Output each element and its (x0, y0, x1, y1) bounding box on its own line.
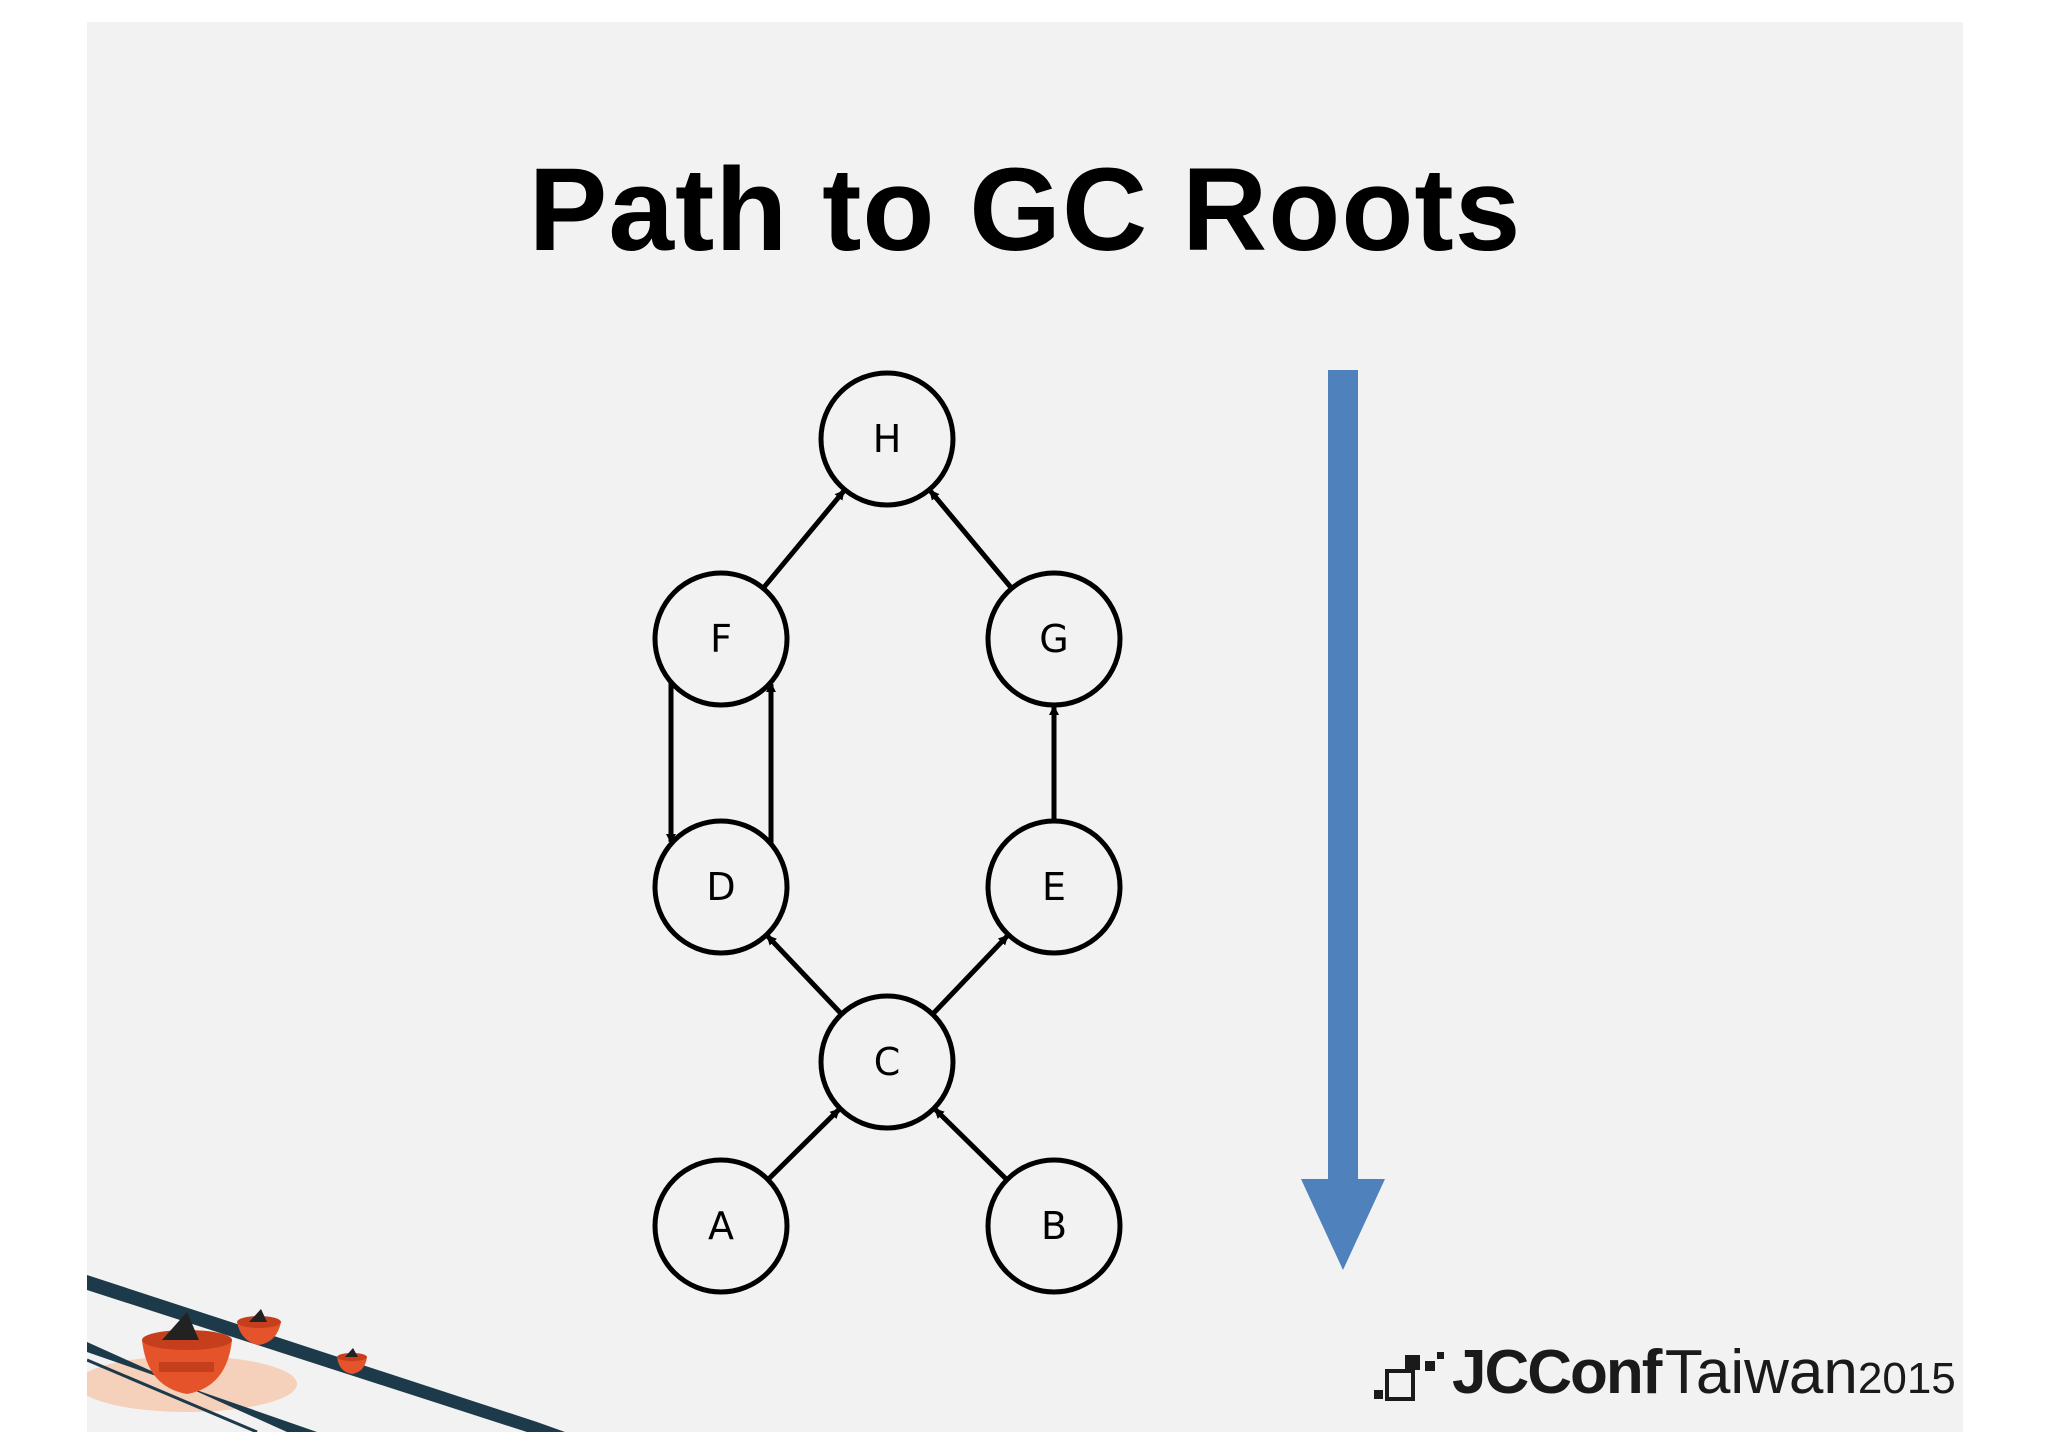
node-circle (985, 570, 1123, 708)
direction-down-arrow (1301, 370, 1385, 1270)
node-label: E (1042, 865, 1066, 909)
edge-c-to-d (765, 934, 844, 1016)
node-d: D (652, 818, 790, 956)
node-c: C (818, 993, 956, 1131)
node-a: A (652, 1157, 790, 1295)
jcconf-logo-icon (1374, 1352, 1444, 1401)
slide-title: Path to GC Roots (528, 144, 1522, 276)
edge-a-to-c (766, 1108, 841, 1182)
node-circle (985, 818, 1123, 956)
edge-b-to-c (933, 1107, 1009, 1182)
edge-c-to-e (930, 934, 1009, 1016)
node-label: D (706, 865, 735, 909)
node-h: H (818, 370, 956, 508)
edge-g-to-h (928, 489, 1014, 590)
logo-place: Taiwan (1664, 1338, 1858, 1407)
node-label: F (710, 617, 732, 661)
node-f: F (652, 570, 790, 708)
node-circle (985, 1157, 1123, 1295)
logo-brand: JCConf (1452, 1338, 1662, 1407)
node-label: B (1041, 1204, 1067, 1248)
node-label: C (874, 1040, 901, 1084)
node-label: H (873, 417, 902, 461)
node-label: A (708, 1204, 734, 1248)
node-circle (652, 818, 790, 956)
node-circle (818, 993, 956, 1131)
edges-layer (666, 489, 1059, 1182)
nodes-layer: H F G D E C A B (652, 370, 1123, 1295)
node-label: G (1039, 617, 1068, 661)
jcconf-logo: JCConf Taiwan2015 (1452, 1337, 1956, 1408)
decorative-train-graphic (87, 1265, 565, 1432)
node-b: B (985, 1157, 1123, 1295)
edge-f-to-h (761, 489, 846, 590)
node-g: G (985, 570, 1123, 708)
node-circle (818, 370, 956, 508)
node-circle (652, 570, 790, 708)
gc-path-diagram: H F G D E C A B (87, 370, 1444, 1432)
slide: Path to GC Roots H F G D E C A B (87, 22, 1963, 1432)
logo-year: 2015 (1857, 1354, 1956, 1403)
node-circle (652, 1157, 790, 1295)
node-e: E (985, 818, 1123, 956)
